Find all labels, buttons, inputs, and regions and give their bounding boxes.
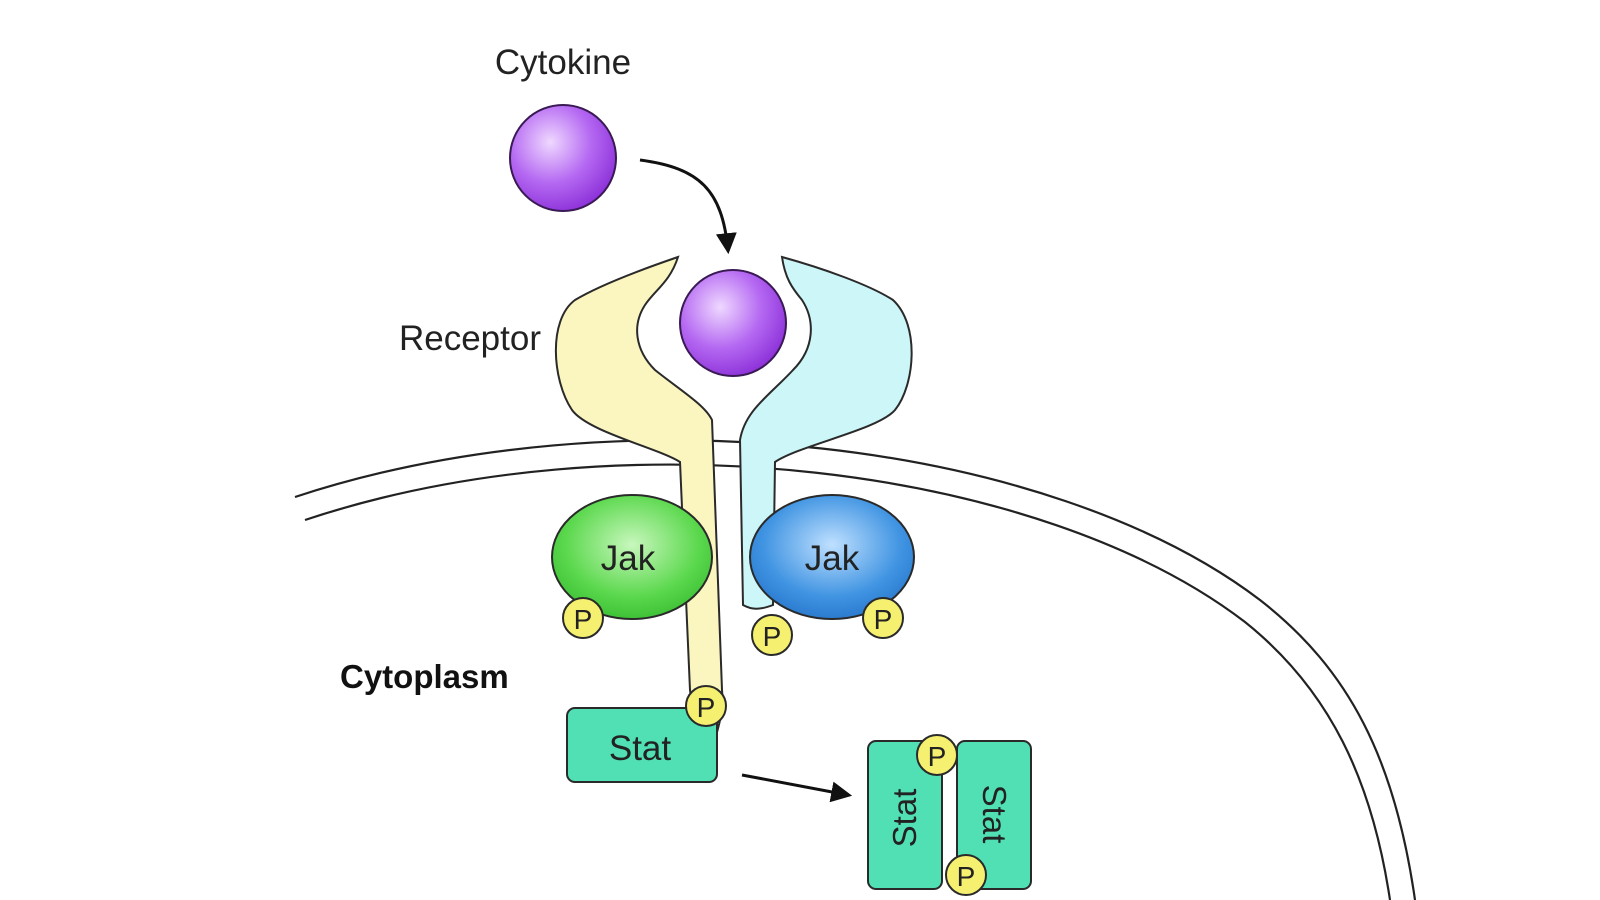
jak-left <box>551 494 713 620</box>
phosphate-receptor-right: P <box>751 614 793 656</box>
phosphate-dimer-top-label: P <box>928 741 947 772</box>
phosphate-dimer-top: P <box>916 734 958 776</box>
jak-right <box>749 494 915 620</box>
binding-arrow <box>639 158 737 255</box>
stat-dimer-right <box>956 740 1032 890</box>
cytokine-label: Cytokine <box>495 43 631 82</box>
stat-monomer-label: Stat <box>609 729 672 768</box>
receptor-right <box>738 255 913 610</box>
phosphate-jak-left-label: P <box>574 604 593 635</box>
phosphate-receptor-left: P <box>685 685 727 727</box>
jak-left-label: Jak <box>601 539 656 578</box>
phosphate-dimer-bottom: P <box>945 854 987 896</box>
cytokine-free <box>509 104 617 212</box>
stat-dimer-left-label: Stat <box>886 789 923 848</box>
phosphate-jak-left: P <box>562 597 604 639</box>
cytoplasm-label: Cytoplasm <box>340 658 509 695</box>
stat-dimer-right-label: Stat <box>976 785 1013 844</box>
jak-right-label: Jak <box>805 539 860 578</box>
phosphate-receptor-left-label: P <box>697 692 716 723</box>
dimerization-arrow <box>741 773 853 803</box>
receptor-label: Receptor <box>399 319 541 358</box>
phosphate-dimer-bottom-label: P <box>957 861 976 892</box>
phosphate-receptor-right-label: P <box>763 621 782 652</box>
phosphate-jak-right: P <box>862 597 904 639</box>
cell-membrane <box>294 439 1417 900</box>
phosphate-jak-right-label: P <box>874 604 893 635</box>
cytokine-bound <box>679 269 787 377</box>
stat-monomer <box>566 707 718 783</box>
stat-dimer-left <box>867 740 943 890</box>
